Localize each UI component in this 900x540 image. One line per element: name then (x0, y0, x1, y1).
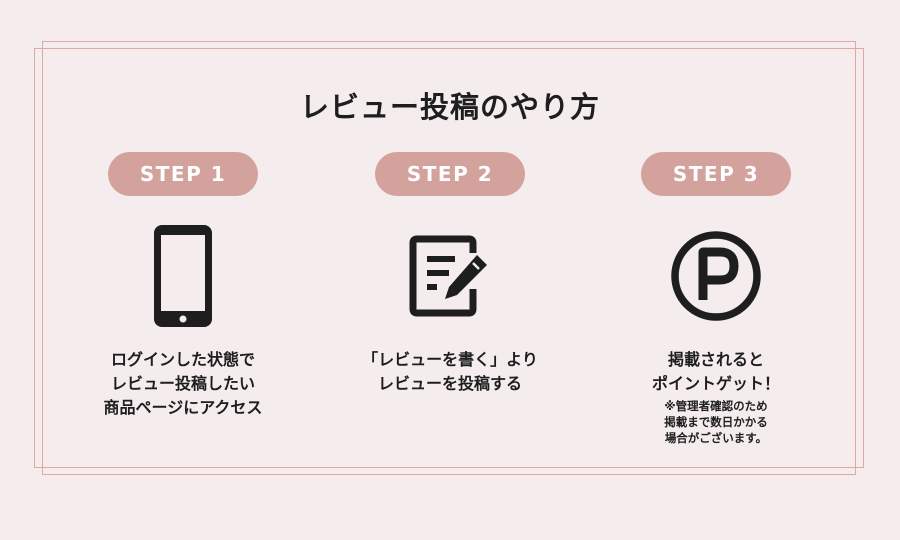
step-2: STEP 2 「レビューを書く」より レビューを投稿する (320, 152, 580, 396)
step-3: STEP 3 掲載されると ポイントゲット！ ※管理者確認のため 掲載まで数日か… (586, 152, 846, 446)
step-1: STEP 1 ログインした状態で レビュー投稿したい 商品ページにアクセス (53, 152, 313, 420)
smartphone-icon (128, 222, 238, 330)
step-3-note: ※管理者確認のため 掲載まで数日かかる 場合がございます。 (664, 399, 768, 445)
step-3-description: 掲載されると ポイントゲット！ (651, 350, 780, 393)
decorative-frame-outer (34, 48, 864, 468)
points-icon (661, 222, 771, 330)
step-2-description: 「レビューを書く」より レビューを投稿する (362, 350, 538, 393)
step-2-badge: STEP 2 (375, 152, 525, 196)
page-title: レビュー投稿のやり方 (299, 90, 600, 124)
step-1-badge: STEP 1 (108, 152, 258, 196)
write-review-icon (395, 222, 505, 330)
decorative-frame-inner (42, 41, 856, 475)
step-3-badge: STEP 3 (641, 152, 791, 196)
step-1-description: ログインした状態で レビュー投稿したい 商品ページにアクセス (103, 350, 263, 417)
